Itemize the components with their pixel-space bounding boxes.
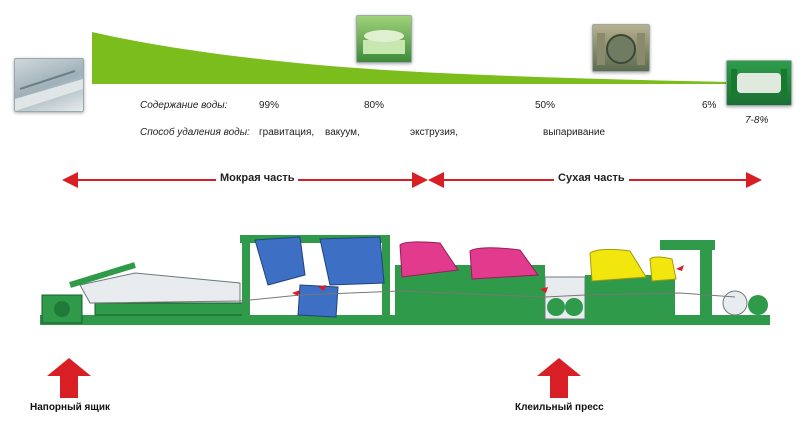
paper-machine-illustration — [40, 235, 770, 325]
water-content-label: Содержание воды: — [140, 100, 228, 111]
headbox-caption: Напорный ящик — [30, 402, 110, 413]
water-value-6: 6% — [702, 100, 717, 111]
water-value-80: 80% — [364, 100, 385, 111]
method-evaporation: выпаривание — [543, 127, 606, 138]
water-value-99: 99% — [259, 100, 280, 111]
water-value-50: 50% — [535, 100, 556, 111]
method-gravity: гравитация, — [259, 127, 315, 138]
dryer-photo — [592, 24, 650, 72]
dry-section-label: Сухая часть — [554, 172, 629, 184]
forming-photo — [14, 58, 84, 112]
reel-photo — [726, 60, 792, 106]
size-press-up-arrow — [537, 358, 581, 398]
water-content-curve — [92, 32, 730, 84]
water-value-7-8: 7-8% — [745, 115, 769, 126]
method-extrusion: экструзия, — [410, 127, 458, 138]
headbox-up-arrow — [47, 358, 91, 398]
method-vacuum: вакуум, — [325, 127, 360, 138]
size-press-caption: Клеильный пресс — [515, 402, 604, 413]
method-label: Способ удаления воды: — [140, 127, 250, 138]
press-photo — [356, 15, 412, 63]
section-arrows — [62, 172, 762, 188]
wet-section-label: Мокрая часть — [216, 172, 299, 184]
